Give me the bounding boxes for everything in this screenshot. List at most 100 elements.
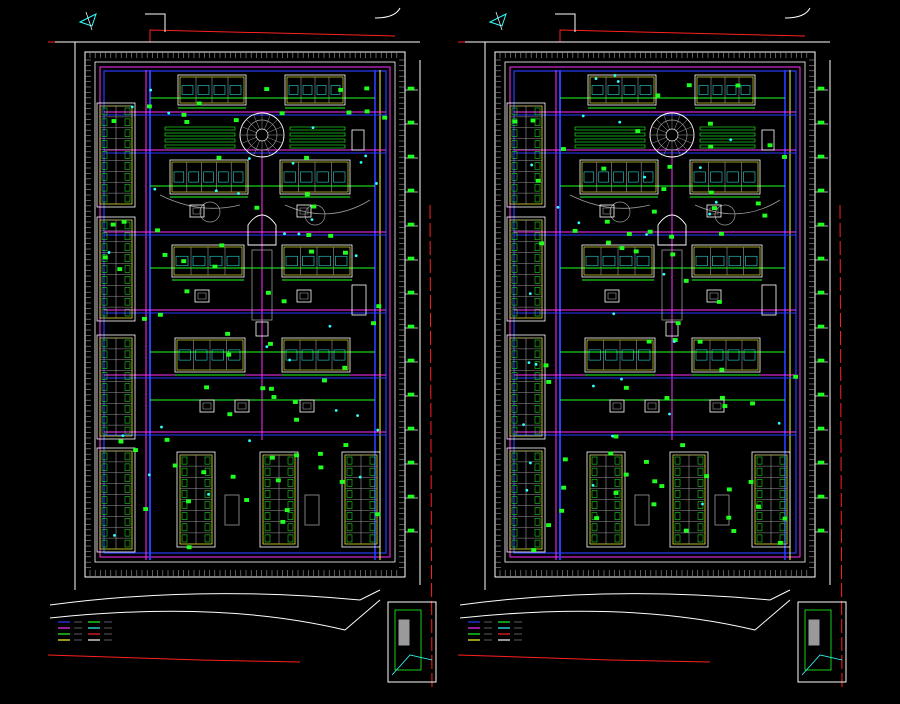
row-unit-mark — [101, 426, 108, 435]
unit-cell — [727, 349, 740, 361]
manhole-marker — [288, 358, 292, 362]
row-unit-mark — [101, 528, 108, 537]
valve-marker — [204, 385, 210, 390]
key-plan-road — [801, 654, 843, 676]
row-unit-mark — [697, 456, 704, 465]
manhole-marker — [334, 409, 338, 412]
valve-marker — [294, 417, 299, 422]
valve-marker — [280, 519, 286, 524]
row-unit-mark — [511, 140, 518, 148]
row-unit-mark — [756, 512, 763, 520]
valve-marker — [619, 246, 625, 250]
valve-marker — [546, 523, 552, 528]
unit-cell — [613, 171, 624, 183]
row-unit-mark — [346, 512, 353, 520]
valve-marker — [279, 111, 285, 116]
south-facility — [224, 494, 240, 526]
annotation-tag — [817, 86, 825, 91]
row-unit-mark — [511, 151, 518, 159]
building-outline — [174, 337, 246, 373]
row-unit-mark — [369, 456, 376, 465]
plaza-radial-line — [264, 140, 271, 156]
north-arrow-shaft — [85, 11, 93, 31]
valve-marker — [661, 187, 667, 192]
valve-marker — [343, 443, 349, 447]
row-unit-mark — [101, 350, 108, 359]
manhole-marker — [577, 221, 581, 225]
valve-marker — [719, 231, 724, 236]
row-unit-mark — [124, 361, 131, 369]
valve-marker — [225, 331, 231, 336]
row-unit-mark — [534, 297, 541, 306]
row-unit-mark — [101, 539, 108, 548]
row-unit-mark — [124, 463, 131, 472]
row-block-outline — [96, 334, 136, 440]
row-unit-mark — [511, 463, 518, 472]
row-unit-mark — [346, 456, 353, 465]
property-line-right — [839, 204, 843, 691]
row-unit-mark — [204, 523, 211, 532]
row-unit-mark — [614, 479, 621, 487]
row-unit-mark — [287, 479, 294, 487]
annotation-tag — [407, 154, 415, 159]
row-unit-mark — [779, 523, 786, 532]
valve-marker — [601, 166, 607, 171]
unit-cell — [218, 171, 229, 183]
unit-cell — [302, 85, 313, 95]
annotation-tag — [407, 290, 415, 295]
row-unit-mark — [779, 479, 786, 487]
unit-cell — [192, 255, 206, 267]
key-plan-frame — [797, 601, 847, 683]
utility-loop-blue — [103, 70, 387, 554]
east-service-block — [351, 284, 367, 316]
garden-path — [284, 199, 371, 215]
annotation-tag — [407, 392, 415, 397]
utility-kiosk — [706, 289, 722, 303]
unit-cell — [621, 349, 634, 361]
property-line-bottom — [47, 654, 301, 663]
valve-marker — [162, 253, 168, 257]
row-unit-mark — [101, 518, 108, 526]
plaza-radial-line — [674, 114, 681, 130]
residential-building — [279, 159, 351, 198]
valve-marker — [254, 205, 260, 210]
row-unit-mark — [511, 232, 518, 241]
row-unit-mark — [534, 452, 541, 461]
manhole-marker — [214, 189, 218, 193]
row-unit-mark — [511, 452, 518, 461]
row-unit-mark — [591, 501, 598, 509]
row-unit-mark — [511, 415, 518, 424]
row-unit-mark — [534, 405, 541, 413]
plaza-radial-line — [651, 126, 667, 133]
annotation-tag — [407, 222, 415, 227]
unit-cell — [302, 255, 315, 267]
valve-marker — [635, 129, 641, 134]
row-unit-mark — [204, 490, 211, 498]
valve-marker — [339, 479, 345, 484]
valve-marker — [782, 516, 788, 521]
manhole-marker — [594, 77, 598, 80]
row-unit-mark — [534, 254, 541, 262]
valve-marker — [726, 515, 732, 520]
row-unit-mark — [511, 265, 518, 273]
unit-cell — [203, 171, 214, 183]
manhole-marker — [153, 187, 157, 191]
utility-kiosk-core — [197, 292, 207, 300]
residential-building — [281, 337, 351, 376]
unit-cell — [301, 349, 314, 361]
row-unit-mark — [264, 479, 271, 487]
plaza-radial-line — [267, 137, 283, 144]
row-unit-mark — [264, 512, 271, 520]
landscape-strip — [289, 132, 346, 137]
row-unit-mark — [534, 243, 541, 251]
valve-marker — [594, 516, 600, 521]
utility-kiosk — [299, 399, 315, 413]
row-unit-mark — [534, 151, 541, 159]
row-unit-mark — [511, 426, 518, 435]
row-unit-mark — [674, 467, 681, 476]
row-unit-mark — [534, 287, 541, 295]
row-unit-mark — [614, 467, 621, 476]
valve-marker — [269, 386, 274, 391]
unit-cell — [333, 349, 346, 361]
valve-marker — [750, 401, 755, 406]
